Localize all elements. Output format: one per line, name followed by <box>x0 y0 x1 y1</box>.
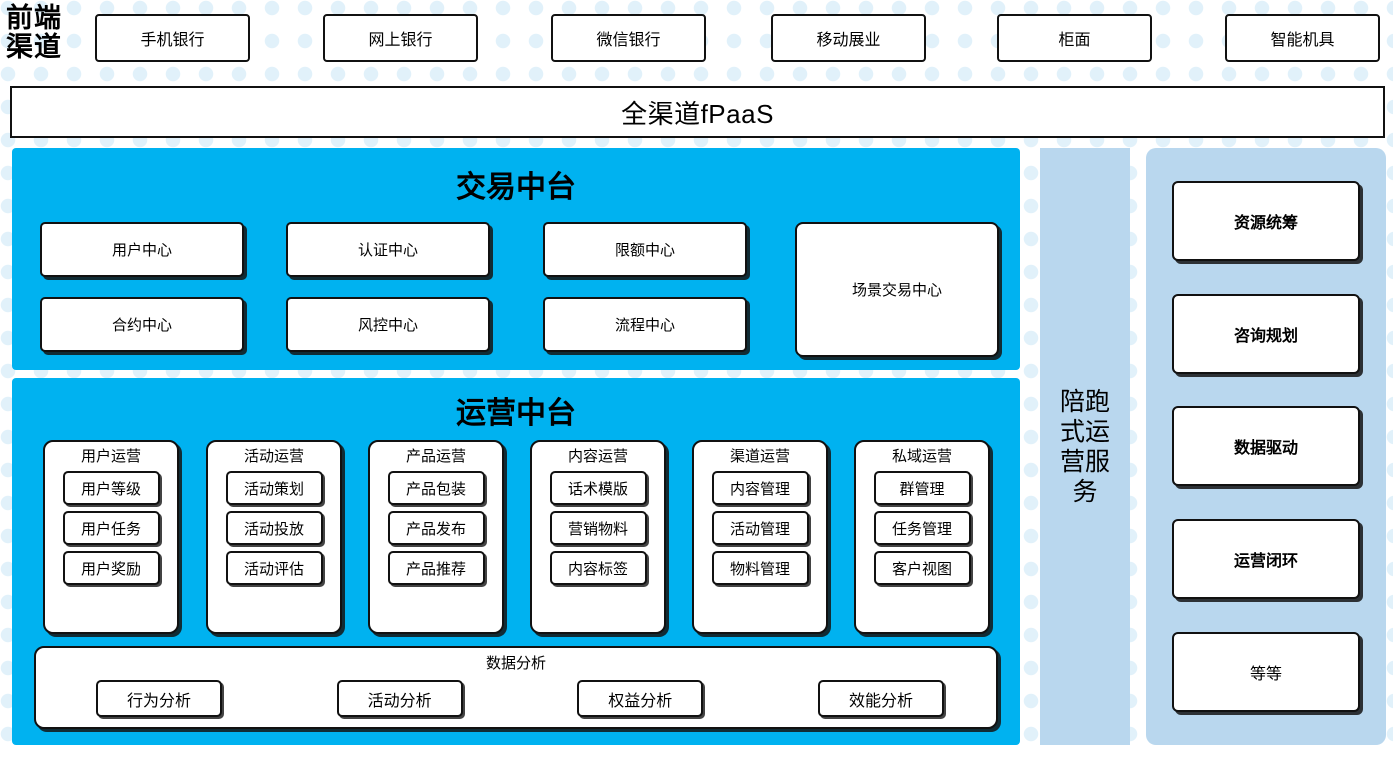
channel-chip-smart-device[interactable]: 智能机具 <box>1225 14 1380 62</box>
ops-column-campaign-operations: 活动运营 活动策划 活动投放 活动评估 <box>206 440 342 634</box>
ops-item-customer-view[interactable]: 客户视图 <box>873 551 971 585</box>
channel-chip-mobile-bank[interactable]: 手机银行 <box>95 14 250 62</box>
ops-item-campaign-delivery[interactable]: 活动投放 <box>225 511 323 545</box>
ops-item-content-management[interactable]: 内容管理 <box>711 471 809 505</box>
ops-column-title: 私域运营 <box>891 448 952 465</box>
ops-column-product-operations: 产品运营 产品包装 产品发布 产品推荐 <box>368 440 504 634</box>
ops-item-product-release[interactable]: 产品发布 <box>387 511 485 545</box>
data-analysis-item-benefit[interactable]: 权益分析 <box>577 680 704 717</box>
ops-column-channel-operations: 渠道运营 内容管理 活动管理 物料管理 <box>692 440 828 634</box>
service-card-etc[interactable]: 等等 <box>1172 632 1360 713</box>
ops-item-user-reward[interactable]: 用户奖励 <box>62 551 160 585</box>
tx-card-process-center[interactable]: 流程中心 <box>543 297 747 352</box>
data-analysis-items: 行为分析 活动分析 权益分析 效能分析 <box>96 680 944 717</box>
channel-chip-counter[interactable]: 柜面 <box>997 14 1152 62</box>
accompany-service-label: 陪跑式运营服务 <box>1059 387 1110 506</box>
front-channel-label-line1: 前端 <box>6 3 62 33</box>
ops-item-material-management[interactable]: 物料管理 <box>711 551 809 585</box>
ops-column-title: 产品运营 <box>405 448 466 465</box>
tx-card-limit-center[interactable]: 限额中心 <box>543 222 747 277</box>
transaction-center-title: 交易中台 <box>456 171 576 204</box>
service-card-operations-closed-loop[interactable]: 运营闭环 <box>1172 519 1360 600</box>
ops-item-product-packaging[interactable]: 产品包装 <box>387 471 485 505</box>
ops-item-user-level[interactable]: 用户等级 <box>62 471 160 505</box>
ops-item-campaign-evaluation[interactable]: 活动评估 <box>225 551 323 585</box>
tx-card-auth-center[interactable]: 认证中心 <box>286 222 490 277</box>
tx-card-risk-center[interactable]: 风控中心 <box>286 297 490 352</box>
services-column: 资源统筹 咨询规划 数据驱动 运营闭环 等等 <box>1146 148 1386 745</box>
ops-item-campaign-management[interactable]: 活动管理 <box>711 511 809 545</box>
ops-column-title: 用户运营 <box>80 448 141 465</box>
ops-column-title: 活动运营 <box>243 448 304 465</box>
front-channel-row: 前端 渠道 手机银行 网上银行 微信银行 移动展业 柜面 智能机具 <box>0 0 1393 80</box>
front-channel-label: 前端 渠道 <box>6 4 84 62</box>
front-channel-label-line2: 渠道 <box>6 32 62 62</box>
fpaas-bar: 全渠道fPaaS <box>10 86 1385 138</box>
ops-column-user-operations: 用户运营 用户等级 用户任务 用户奖励 <box>43 440 179 634</box>
ops-column-private-domain-operations: 私域运营 群管理 任务管理 客户视图 <box>854 440 990 634</box>
ops-item-task-management[interactable]: 任务管理 <box>873 511 971 545</box>
tx-card-user-center[interactable]: 用户中心 <box>40 222 244 277</box>
ops-column-content-operations: 内容运营 话术模版 营销物料 内容标签 <box>530 440 666 634</box>
data-analysis-title: 数据分析 <box>485 655 546 672</box>
ops-item-script-template[interactable]: 话术模版 <box>549 471 647 505</box>
channel-chip-wechat-bank[interactable]: 微信银行 <box>551 14 706 62</box>
service-card-data-driven[interactable]: 数据驱动 <box>1172 406 1360 487</box>
service-card-consulting-planning[interactable]: 咨询规划 <box>1172 293 1360 374</box>
data-analysis-item-behavior[interactable]: 行为分析 <box>96 680 222 717</box>
ops-column-title: 内容运营 <box>567 448 628 465</box>
tx-card-contract-center[interactable]: 合约中心 <box>40 297 244 352</box>
ops-item-marketing-material[interactable]: 营销物料 <box>549 511 647 545</box>
data-analysis-item-efficiency[interactable]: 效能分析 <box>817 680 944 717</box>
ops-item-campaign-planning[interactable]: 活动策划 <box>225 471 323 505</box>
data-analysis-card: 数据分析 行为分析 活动分析 权益分析 效能分析 <box>34 646 998 729</box>
tx-card-scene-transaction-center[interactable]: 场景交易中心 <box>795 222 999 357</box>
ops-column-title: 渠道运营 <box>729 448 790 465</box>
channel-chip-mobile-field[interactable]: 移动展业 <box>771 14 926 62</box>
accompany-service-strip: 陪跑式运营服务 <box>1040 148 1130 745</box>
ops-item-user-task[interactable]: 用户任务 <box>62 511 160 545</box>
channel-chip-online-bank[interactable]: 网上银行 <box>323 14 478 62</box>
ops-item-content-tag[interactable]: 内容标签 <box>549 551 647 585</box>
ops-item-group-management[interactable]: 群管理 <box>873 471 971 505</box>
ops-item-product-recommendation[interactable]: 产品推荐 <box>387 551 485 585</box>
data-analysis-item-campaign[interactable]: 活动分析 <box>336 680 463 717</box>
service-card-resource-coordination[interactable]: 资源统筹 <box>1172 180 1360 261</box>
operations-center-title: 运营中台 <box>456 397 576 430</box>
